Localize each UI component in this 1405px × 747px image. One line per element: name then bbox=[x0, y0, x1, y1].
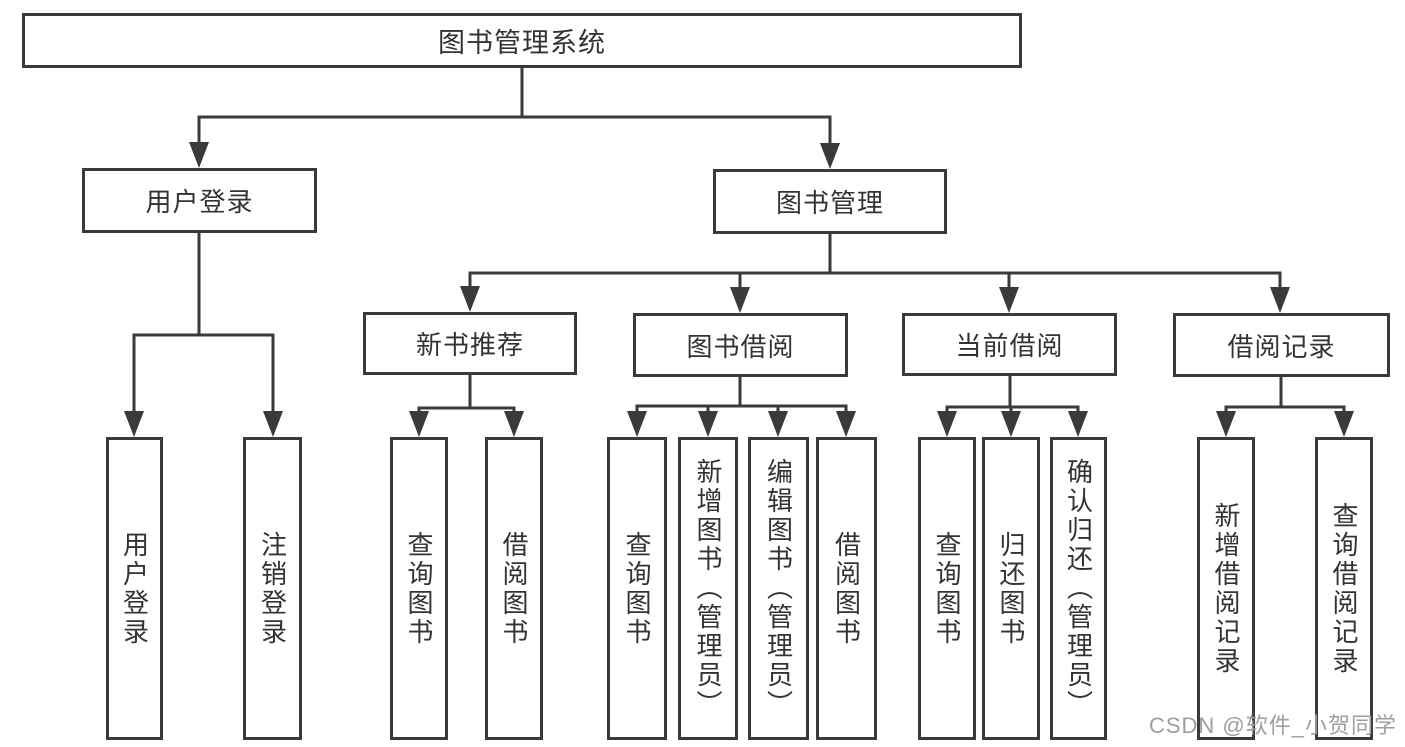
node-borrow-records-label: 借阅记录 bbox=[1227, 331, 1336, 362]
node-user-login-label: 用户登录 bbox=[145, 187, 254, 217]
leaf-borrow-add-books-admin: 新增图书（管理员） bbox=[678, 437, 738, 740]
leaf-records-query-borrow-record-label: 查询借阅记录 bbox=[1329, 501, 1359, 676]
leaf-logout-login-label: 注销登录 bbox=[257, 530, 288, 647]
leaf-borrow-add-books-admin-label: 新增图书（管理员） bbox=[693, 458, 723, 719]
node-book-borrow-label: 图书借阅 bbox=[686, 331, 795, 362]
edge-root-to-branches bbox=[189, 68, 840, 169]
leaf-current-confirm-return-admin-label: 确认归还（管理员） bbox=[1063, 458, 1094, 719]
node-library-system: 图书管理系统 bbox=[22, 13, 1022, 68]
leaf-current-return-books-label: 归还图书 bbox=[996, 530, 1026, 647]
leaf-recommend-borrow-books-label: 借阅图书 bbox=[499, 530, 529, 647]
edge-new-book-to-leaves bbox=[409, 375, 524, 437]
edge-current-borrow-to-leaves bbox=[937, 376, 1088, 437]
node-borrow-records: 借阅记录 bbox=[1173, 313, 1390, 377]
node-new-book-recommend-label: 新书推荐 bbox=[415, 330, 524, 360]
node-book-borrow: 图书借阅 bbox=[633, 313, 848, 377]
leaf-records-add-borrow-record-label: 新增借阅记录 bbox=[1211, 501, 1241, 676]
leaf-current-return-books: 归还图书 bbox=[982, 437, 1040, 740]
leaf-borrow-borrow-books: 借阅图书 bbox=[816, 437, 877, 740]
node-book-management-label: 图书管理 bbox=[775, 188, 884, 218]
edge-user-login-to-leaves bbox=[124, 233, 283, 437]
leaf-borrow-borrow-books-label: 借阅图书 bbox=[831, 530, 862, 647]
leaf-records-add-borrow-record: 新增借阅记录 bbox=[1197, 437, 1255, 740]
leaf-borrow-query-books: 查询图书 bbox=[607, 437, 667, 740]
leaf-current-query-books: 查询图书 bbox=[918, 437, 976, 740]
leaf-logout-login: 注销登录 bbox=[243, 437, 302, 740]
csdn-watermark: CSDN @软件_小贺同学 bbox=[1148, 713, 1397, 738]
leaf-current-confirm-return-admin: 确认归还（管理员） bbox=[1050, 437, 1107, 740]
node-new-book-recommend: 新书推荐 bbox=[363, 312, 577, 375]
leaf-recommend-query-books-label: 查询图书 bbox=[404, 530, 434, 647]
edge-book-borrow-to-leaves bbox=[627, 377, 856, 437]
node-book-management: 图书管理 bbox=[713, 169, 947, 234]
node-current-borrow: 当前借阅 bbox=[902, 313, 1117, 376]
leaf-current-query-books-label: 查询图书 bbox=[932, 530, 962, 647]
edge-borrow-records-to-leaves bbox=[1216, 377, 1354, 437]
node-user-login: 用户登录 bbox=[82, 168, 317, 233]
leaf-user-login: 用户登录 bbox=[106, 437, 163, 740]
leaf-recommend-borrow-books: 借阅图书 bbox=[485, 437, 543, 740]
node-current-borrow-label: 当前借阅 bbox=[955, 331, 1064, 361]
edge-book-management-to-modules bbox=[460, 234, 1290, 313]
leaf-recommend-query-books: 查询图书 bbox=[390, 437, 448, 740]
leaf-records-query-borrow-record: 查询借阅记录 bbox=[1315, 437, 1373, 740]
leaf-borrow-query-books-label: 查询图书 bbox=[622, 530, 652, 647]
leaf-borrow-edit-books-admin-label: 编辑图书（管理员） bbox=[763, 458, 794, 719]
leaf-user-login-label: 用户登录 bbox=[119, 530, 150, 647]
leaf-borrow-edit-books-admin: 编辑图书（管理员） bbox=[748, 437, 809, 740]
node-library-system-label: 图书管理系统 bbox=[438, 28, 606, 58]
